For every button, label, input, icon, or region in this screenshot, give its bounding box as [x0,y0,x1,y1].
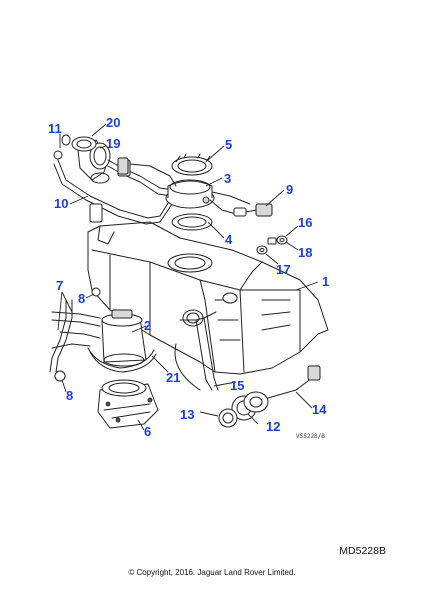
wiring-harness [117,157,177,187]
callout-16: 16 [298,215,312,230]
callout-13: 13 [180,407,194,422]
copyright-notice: © Copyright, 2016. Jaguar Land Rover Lim… [128,568,296,577]
drawing-reference: VS5228/B [296,433,325,440]
callout-11: 11 [48,121,62,136]
callout-19: 19 [106,136,120,151]
callout-12: 12 [266,419,280,434]
callout-14: 14 [312,402,327,417]
callout-18: 18 [298,245,312,260]
callout-9: 9 [286,182,293,197]
filler-neck-assembly [53,134,189,225]
callout-7: 7 [56,278,63,293]
callout-17: 17 [276,262,290,277]
callout-10: 10 [54,196,68,211]
callout-3: 3 [224,171,231,186]
fittings [256,235,288,255]
callout-5: 5 [225,137,232,152]
diagram-code: MD5228B [339,545,386,557]
tank-strap-and-cap [174,311,321,428]
callout-21: 21 [166,370,180,385]
callout-labels: 1 2 3 4 5 6 7 8 8 9 10 11 12 13 14 15 16… [48,115,329,440]
callout-20: 20 [106,115,120,130]
callout-6: 6 [144,424,151,439]
callout-2: 2 [144,318,151,333]
callout-8-upper: 8 [78,291,85,306]
callout-8-lower: 8 [66,388,73,403]
fuel-tank [87,221,329,375]
callout-1: 1 [322,274,329,289]
callout-4: 4 [225,232,233,247]
fuel-pump-assembly [49,287,159,429]
callout-15: 15 [230,378,244,393]
fuel-sender-unit [165,153,273,231]
leader-lines [57,123,319,431]
